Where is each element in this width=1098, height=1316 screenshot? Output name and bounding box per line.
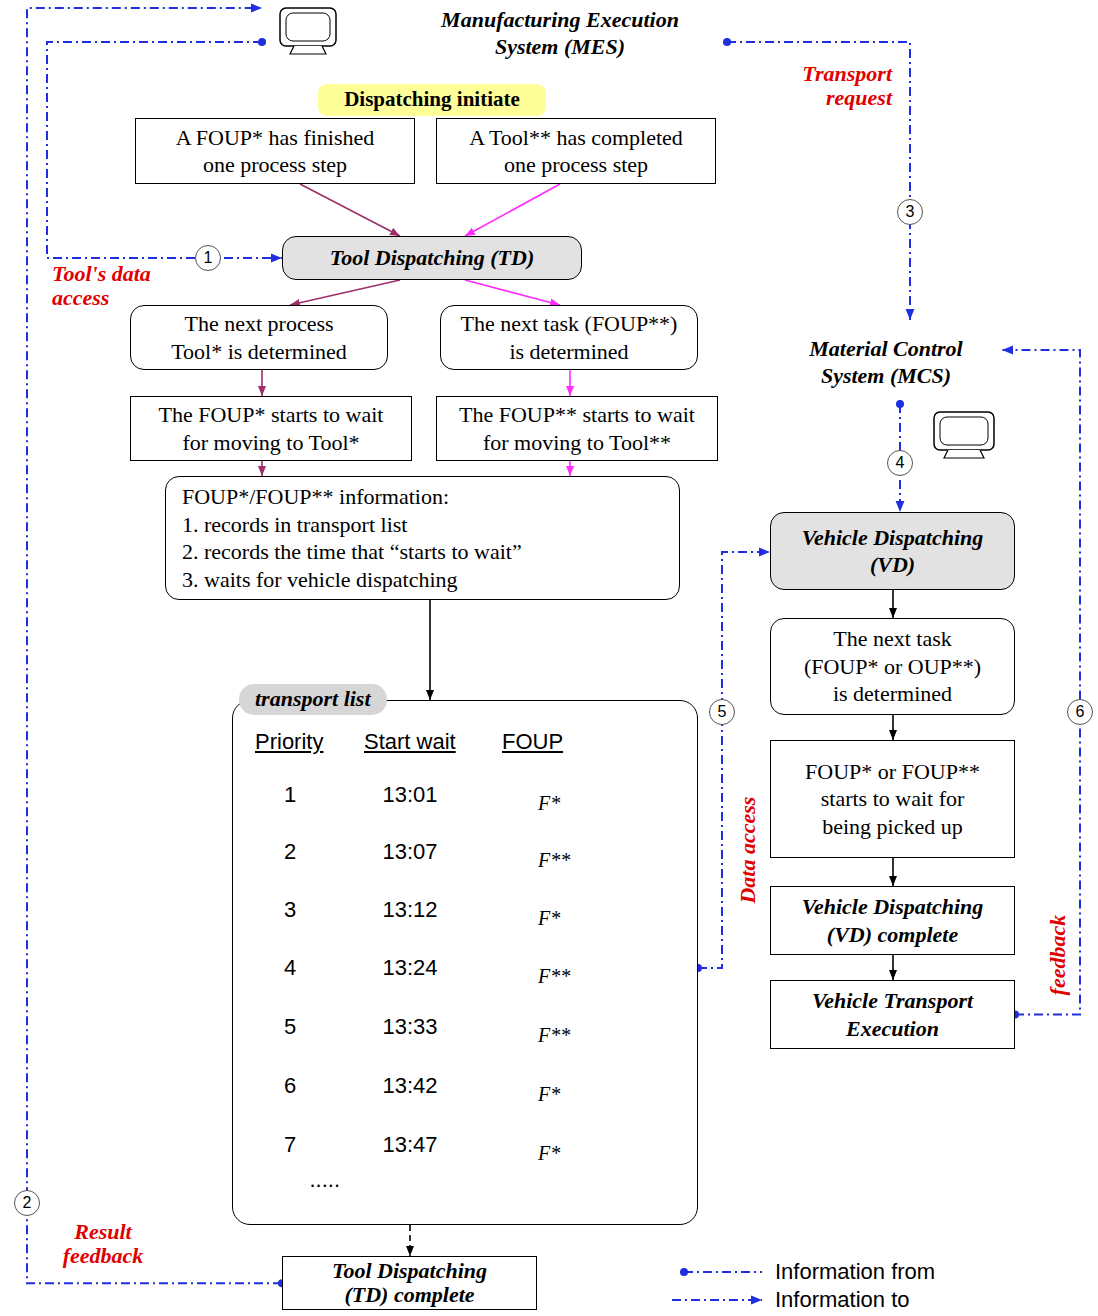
decision-box: The next task (FOUP**) is determined	[440, 305, 698, 370]
flow-arrow	[429, 600, 431, 700]
node-text: The next task (FOUP* or OUP**) is determ…	[798, 625, 987, 708]
computer-icon	[934, 412, 994, 458]
decision-box: The next task (FOUP* or OUP**) is determ…	[770, 618, 1015, 715]
banner: Dispatching initiate	[318, 84, 546, 116]
node-text: 3. waits for vehicle dispatching	[182, 566, 458, 594]
edge-label: Tool's data access	[52, 262, 182, 310]
foup-id: F**	[538, 964, 570, 988]
priority-cell: 5	[284, 1014, 296, 1040]
foup-id: F*	[538, 1141, 560, 1165]
node-text: The next process Tool* is determined	[162, 310, 356, 365]
foup-id: F*	[538, 906, 560, 930]
flow-arrow	[261, 370, 263, 396]
process-box: The FOUP* starts to wait for moving to T…	[130, 396, 412, 461]
flow-arrow	[892, 858, 894, 886]
flow-arrow	[300, 184, 400, 236]
flow-arrow	[569, 461, 571, 476]
computer-icon	[280, 8, 336, 54]
time-cell: 13:01	[383, 782, 438, 808]
time-cell: 13:12	[383, 897, 438, 923]
list-box: transport list	[232, 700, 698, 1225]
priority-cell: 2	[284, 839, 296, 865]
table-header: Priority	[255, 729, 323, 755]
information-flow	[727, 42, 910, 320]
edge-label: feedback	[1046, 915, 1070, 996]
table-header: Start wait	[364, 729, 456, 755]
time-cell: 13:42	[383, 1073, 438, 1099]
node-text: Dispatching initiate	[344, 87, 520, 112]
dispatch-box: Vehicle Dispatching (VD)	[770, 512, 1015, 590]
flow-arrow	[465, 184, 560, 236]
ellipsis: .....	[310, 1167, 341, 1193]
table-header: FOUP	[502, 729, 563, 755]
flow-arrow	[465, 280, 560, 305]
flow-arrow	[409, 1225, 411, 1256]
callout-number: 1	[195, 245, 221, 271]
system-label: Material Control System (MCS)	[770, 320, 1002, 404]
callout-number: 4	[887, 450, 913, 476]
node-text: The FOUP** starts to wait for moving to …	[453, 401, 701, 456]
foup-id: F**	[538, 848, 570, 872]
node-text: The next task (FOUP**) is determined	[455, 310, 683, 365]
process-box: Vehicle Transport Execution	[770, 980, 1015, 1049]
foup-id: F**	[538, 1023, 570, 1047]
priority-cell: 4	[284, 955, 296, 981]
node-text: 2. records the time that “starts to wait…	[182, 538, 522, 566]
node-text: The FOUP* starts to wait for moving to T…	[147, 401, 395, 456]
callout-number: 5	[709, 699, 735, 725]
event-box: A FOUP* has finished one process step	[135, 118, 415, 184]
edge-label: Transport request	[742, 62, 892, 110]
time-cell: 13:33	[383, 1014, 438, 1040]
node-text: Tool Dispatching (TD) complete	[314, 1259, 505, 1307]
edge-label: Result feedback	[48, 1220, 158, 1268]
callout-number: 3	[897, 199, 923, 225]
flow-arrow	[261, 461, 263, 476]
dispatch-box: Tool Dispatching (TD)	[282, 236, 582, 280]
information-flow	[698, 552, 770, 968]
legend-sample	[672, 1272, 762, 1300]
list-heading: transport list	[239, 684, 387, 715]
time-cell: 13:07	[383, 839, 438, 865]
callout-number: 2	[14, 1190, 40, 1216]
process-box: The FOUP** starts to wait for moving to …	[436, 396, 718, 461]
priority-cell: 1	[284, 782, 296, 808]
node-text: FOUP* or FOUP** starts to wait for being…	[798, 758, 987, 841]
node-text: A Tool** has completed one process step	[458, 124, 694, 179]
priority-cell: 3	[284, 897, 296, 923]
node-text: 1. records in transport list	[182, 511, 407, 539]
info-box: FOUP*/FOUP** information:1. records in t…	[165, 476, 680, 600]
node-text: Material Control System (MCS)	[795, 335, 977, 390]
process-box: FOUP* or FOUP** starts to wait for being…	[770, 740, 1015, 858]
node-text: Manufacturing Execution System (MES)	[415, 6, 705, 61]
foup-id: F*	[538, 791, 560, 815]
flow-arrow	[892, 590, 894, 618]
complete-box: Vehicle Dispatching (VD) complete	[770, 886, 1015, 955]
node-text: FOUP*/FOUP** information:	[182, 483, 449, 511]
node-text: Tool Dispatching (TD)	[330, 244, 535, 272]
legend-text: Information to	[775, 1287, 910, 1313]
legend-text: Information from	[775, 1259, 935, 1285]
node-text: Vehicle Transport Execution	[789, 987, 996, 1042]
complete-box: Tool Dispatching (TD) complete	[282, 1256, 537, 1310]
node-text: Vehicle Dispatching (VD)	[789, 524, 996, 579]
time-cell: 13:47	[383, 1132, 438, 1158]
node-text: A FOUP* has finished one process step	[165, 124, 385, 179]
foup-id: F*	[538, 1082, 560, 1106]
flow-arrow	[290, 280, 400, 305]
flow-arrow	[569, 370, 571, 396]
event-box: A Tool** has completed one process step	[436, 118, 716, 184]
time-cell: 13:24	[383, 955, 438, 981]
node-text: Vehicle Dispatching (VD) complete	[789, 893, 996, 948]
callout-number: 6	[1067, 699, 1093, 725]
priority-cell: 7	[284, 1132, 296, 1158]
edge-label: Data access	[736, 797, 760, 904]
flow-arrow	[892, 715, 894, 741]
system-label: Manufacturing Execution System (MES)	[262, 0, 727, 66]
decision-box: The next process Tool* is determined	[130, 305, 388, 370]
priority-cell: 6	[284, 1073, 296, 1099]
flow-arrow	[892, 955, 894, 980]
